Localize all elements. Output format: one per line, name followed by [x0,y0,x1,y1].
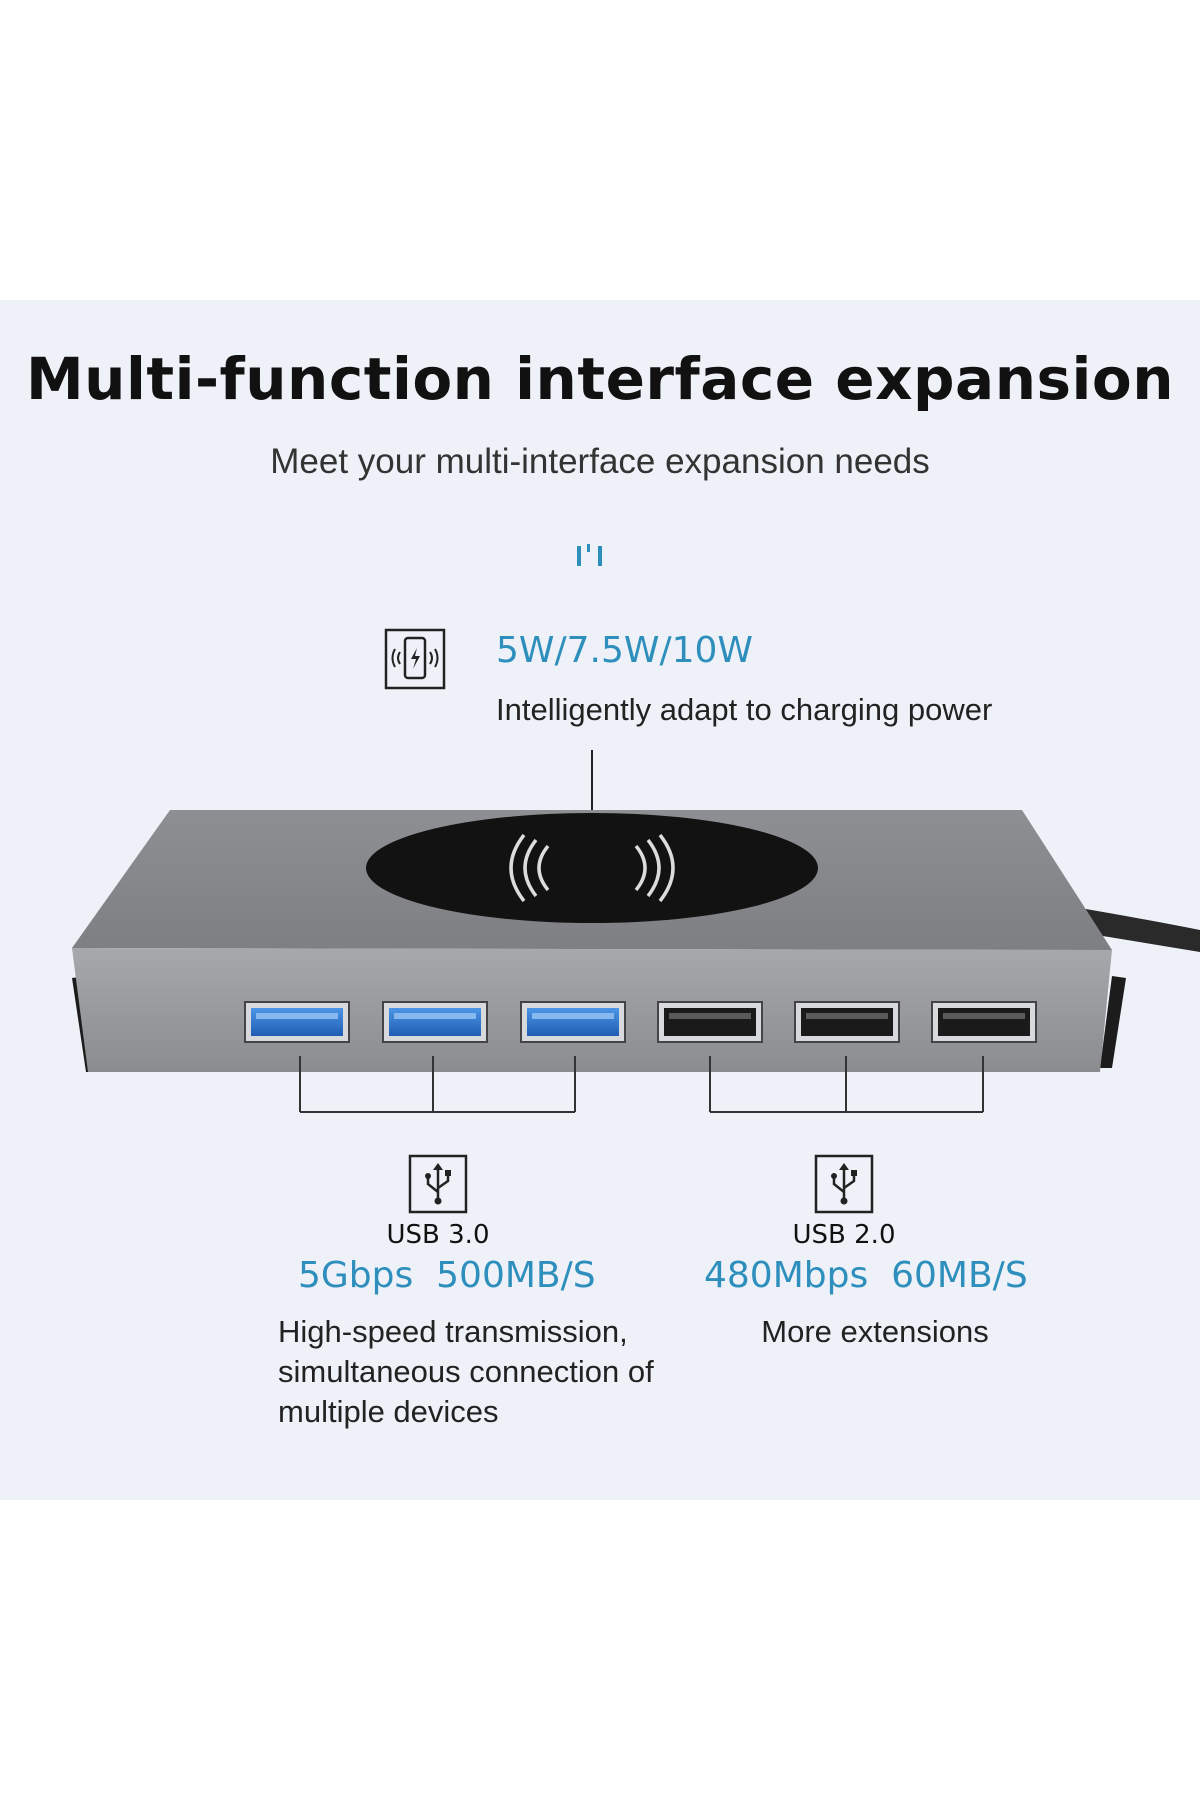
usb3-port-3 [520,1001,626,1043]
usb3-description-line: multiple devices [278,1394,499,1429]
usb3-description-line: simultaneous connection of [278,1354,654,1389]
usb2-bracket [709,1056,984,1113]
usb3-speed: 5Gbps 500MB/S [298,1255,596,1296]
usb3-description-line: High-speed transmission, [278,1314,628,1349]
usb2-label: USB 2.0 [792,1220,896,1250]
hub-right-edge [1100,976,1126,1068]
usb2-description: More extensions [761,1314,989,1349]
wireless-charging-phone-icon [384,628,446,690]
page-subtitle: Meet your multi-interface expansion need… [270,442,930,481]
hub-cable [1078,908,1200,952]
usb2-usb-icon [814,1154,874,1214]
brand-logo-icon [577,544,602,566]
usb2-speed: 480Mbps 60MB/S [704,1255,1028,1296]
usb2-port-1 [657,1001,763,1043]
usb2-port-3 [931,1001,1037,1043]
wireless-signal-icon [509,833,675,903]
usb3-label: USB 3.0 [386,1220,490,1250]
usb3-usb-icon [408,1154,468,1214]
wireless-charging-pad [366,813,818,923]
usb3-port-1 [244,1001,350,1043]
charging-power-description: Intelligently adapt to charging power [496,692,993,727]
usb3-bracket [299,1056,576,1113]
usb3-port-2 [382,1001,488,1043]
page-title: Multi-function interface expansion [25,345,1175,413]
charging-power-value: 5W/7.5W/10W [496,630,754,671]
usb2-port-2 [794,1001,900,1043]
usb3-description: High-speed transmission, simultaneous co… [278,1312,698,1432]
usb-hub-illustration [72,750,1200,1113]
